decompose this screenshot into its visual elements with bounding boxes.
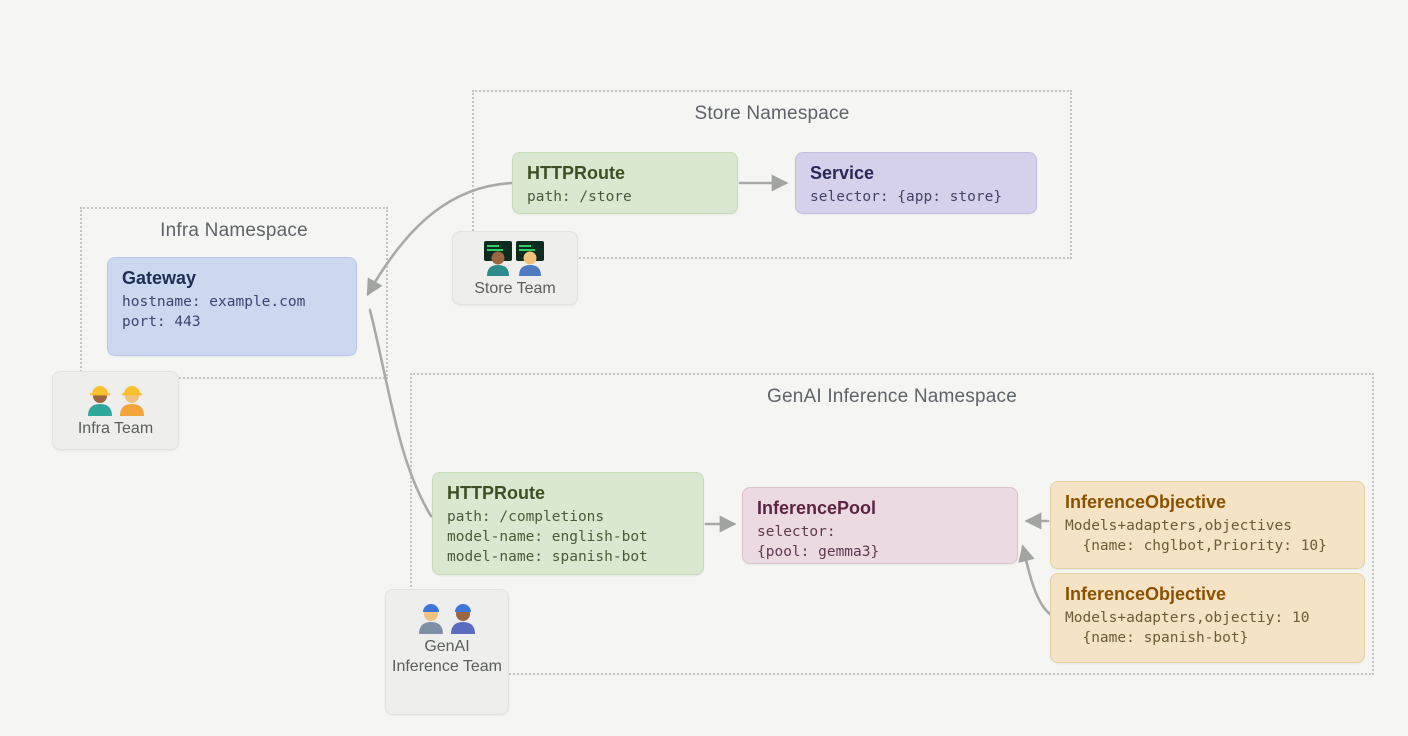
inference-objective-2-line-2: {name: spanish-bot} [1065, 630, 1249, 646]
inference-objective-1-node: InferenceObjective Models+adapters,objec… [1050, 481, 1365, 569]
gateway-title: Gateway [122, 268, 197, 288]
store-httproute-path: path: /store [527, 189, 632, 205]
genai-namespace-box: GenAI Inference Namespace [410, 373, 1374, 675]
store-namespace-title: Store Namespace [694, 103, 850, 124]
genai-httproute-node: HTTPRoute path: /completions model-name:… [432, 472, 704, 575]
service-node: Service selector: {app: store} [795, 152, 1037, 214]
genai-httproute-title: HTTPRoute [447, 483, 545, 503]
gateway-hostname: hostname: example.com [122, 294, 306, 310]
store-namespace-box: Store Namespace [472, 90, 1072, 259]
mechanics-icon [392, 598, 502, 634]
technologists-icon [459, 240, 571, 276]
infra-team-card: Infra Team [52, 371, 179, 450]
store-team-card: Store Team [452, 231, 578, 305]
gateway-node: Gateway hostname: example.com port: 443 [107, 257, 357, 356]
store-httproute-title: HTTPRoute [527, 163, 625, 183]
store-httproute-node: HTTPRoute path: /store [512, 152, 738, 214]
inference-objective-2-title: InferenceObjective [1065, 584, 1227, 604]
inference-objective-2-node: InferenceObjective Models+adapters,objec… [1050, 573, 1365, 663]
inference-objective-1-title: InferenceObjective [1065, 492, 1227, 512]
gateway-port: port: 443 [122, 314, 201, 330]
inference-pool-selector: selector: [757, 524, 836, 540]
genai-team-card: GenAI Inference Team [385, 589, 509, 715]
inference-objective-1-line-1: Models+adapters,objectives [1065, 518, 1292, 534]
genai-httproute-path: path: /completions [447, 509, 605, 525]
infra-team-label: Infra Team [77, 420, 154, 437]
infra-namespace-box: Infra Namespace [80, 207, 388, 379]
arrow-store-route-to-gateway [366, 181, 514, 297]
store-team-label: Store Team [474, 280, 556, 297]
genai-team-label: GenAI Inference Team [392, 638, 502, 675]
inference-pool-title: InferencePool [757, 498, 877, 518]
genai-httproute-model-2: model-name: spanish-bot [447, 549, 648, 565]
construction-workers-icon [59, 380, 172, 416]
service-title: Service [810, 163, 875, 183]
infra-namespace-title: Infra Namespace [160, 220, 308, 241]
arrow-objective2-to-pool [1018, 544, 1052, 616]
inference-pool-node: InferencePool selector: {pool: gemma3} [742, 487, 1018, 564]
genai-httproute-model-1: model-name: english-bot [447, 529, 648, 545]
genai-namespace-title: GenAI Inference Namespace [766, 386, 1018, 407]
arrow-genai-route-to-gateway [368, 308, 433, 518]
inference-objective-1-line-2: {name: chglbot,Priority: 10} [1065, 538, 1327, 554]
service-selector: selector: {app: store} [810, 189, 1003, 205]
inference-pool-pool: {pool: gemma3} [757, 544, 880, 560]
inference-objective-2-line-1: Models+adapters,objectiy: 10 [1065, 610, 1310, 626]
